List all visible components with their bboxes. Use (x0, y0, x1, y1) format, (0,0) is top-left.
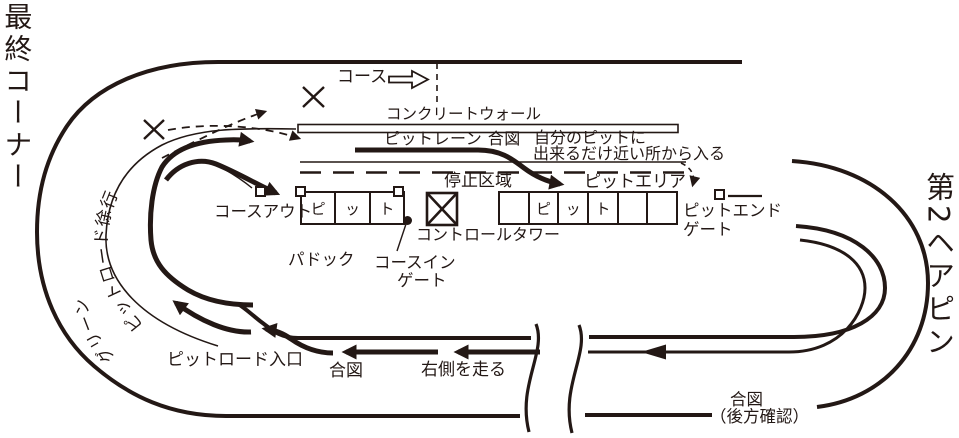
final-corner-label: 最終コーナー (0, 2, 34, 194)
pit-box-cell: ト (587, 193, 617, 223)
course-in-gate-label-line2: ゲート (397, 271, 447, 290)
pit-end-gate-label-line2: ゲート (683, 220, 733, 239)
course-in-gate-leader (396, 223, 407, 252)
path-arrow-up-pit-road (172, 300, 252, 335)
enter-note-line1: 自分のピットに (534, 128, 647, 147)
course-out-label: コースアウト (214, 202, 313, 221)
pit-entry-guide-dashed-arrow (680, 162, 701, 188)
gate-post-icon (295, 186, 306, 197)
path-arrow-into-pit-road (261, 323, 334, 356)
track-break-mark-icon (567, 324, 584, 434)
pit-road-slow-label: ピットロード徐行 (92, 188, 147, 336)
pit-lane-path-arrow (355, 147, 565, 190)
pit-end-gate-post-icon (714, 189, 725, 200)
stop-zone-label: 停止区域 (444, 171, 512, 191)
pit-box-cell: ッ (334, 193, 368, 223)
enter-note-line2: 出来るだけ近い所から入る (533, 144, 726, 163)
track-break-mark-icon (524, 323, 541, 433)
forbidden-path-dashed-arrow (167, 124, 302, 141)
forbidden-path-dashed-arrow (161, 109, 268, 159)
run-on-right-label: 右側を走る (421, 360, 506, 380)
pit-box-cell (500, 193, 528, 223)
pit-road-entrance-label: ピットロード入口 (167, 350, 303, 370)
gate-post-icon (393, 186, 404, 197)
second-hairpin-label: 第2ヘアピン (921, 172, 956, 360)
signal-label: 合図 (329, 361, 363, 381)
svg-text:ピットロード徐行: ピットロード徐行 (92, 188, 148, 336)
right-pit-building: ピ ッ ト (498, 191, 678, 225)
course-in-gate-dot-icon (403, 216, 412, 225)
x-mark-icon (302, 86, 325, 108)
pit-box-cell: ッ (557, 193, 587, 223)
control-tower-label: コントロールタワー (416, 225, 561, 244)
x-mark-icon (143, 119, 165, 140)
signal-rear-label-line1: 合図 (730, 390, 763, 409)
pit-box-cell (646, 193, 676, 223)
hairpin-outer-edge (791, 159, 931, 409)
pit-end-gate-label-line1: ピットエンド (683, 201, 782, 220)
paddock-label: パドック (288, 250, 355, 269)
course-label: コース (337, 67, 388, 87)
green-zone-label: グリーン (71, 296, 117, 368)
course-out-branch-arrow (164, 158, 281, 196)
concrete-wall (297, 123, 679, 134)
track-outer-edge (34, 60, 742, 418)
svg-text:グリーン: グリーン (71, 296, 118, 368)
hairpin-inner-edge (589, 224, 888, 339)
pit-road-inner-edge-arrow (147, 131, 255, 308)
driving-line-arrowhead-icon (641, 344, 666, 360)
pit-area-label: ピットエリア (584, 172, 686, 192)
course-out-gate-post-icon (255, 186, 266, 197)
left-pit-building: ピ ッ ト (300, 191, 405, 225)
signal-rear-label-line2: （後方確認） (710, 407, 809, 426)
concrete-wall-label: コンクリートウォール (386, 105, 542, 123)
pit-box-cell: ピ (310, 199, 326, 218)
pit-box-cell: ピ (527, 193, 558, 223)
hairpin-driving-line (588, 238, 867, 354)
pit-lane-signal-label: ピットレーン 合図 (384, 129, 521, 148)
course-out-fence-line (223, 168, 253, 189)
control-tower-icon (425, 191, 459, 227)
course-in-gate-label-line1: コースイン (374, 253, 456, 272)
course-direction-arrow-icon (388, 69, 430, 90)
pit-box-cell (616, 193, 647, 223)
pit-box-cell: ト (368, 193, 403, 223)
